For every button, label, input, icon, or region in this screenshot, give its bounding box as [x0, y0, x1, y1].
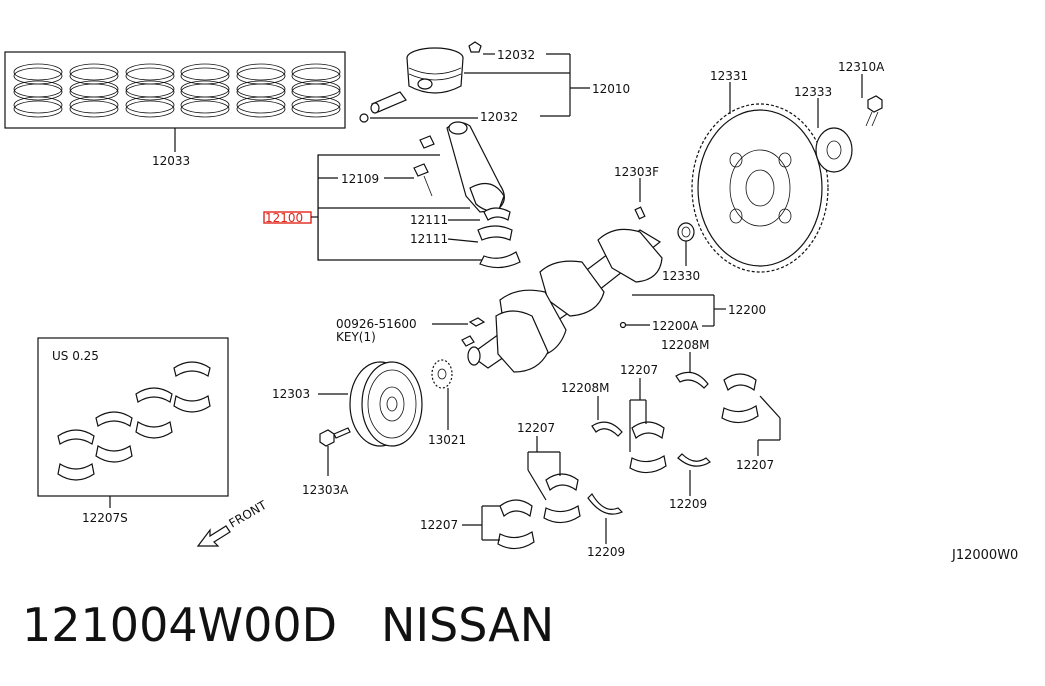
diagram-code: J12000W0 [951, 548, 1018, 563]
pilot-bushing [677, 222, 695, 242]
label-flywheel-bolt[interactable]: 12310A [838, 60, 885, 74]
label-thrust-washer-b[interactable]: 12208M [661, 338, 710, 352]
label-undersize-set[interactable]: 12207S [82, 511, 128, 525]
label-undersize[interactable]: US 0.25 [52, 349, 99, 363]
crank-sprocket [431, 359, 453, 389]
label-rings[interactable]: 12033 [152, 154, 190, 168]
main-bearings [497, 371, 759, 550]
exploded-parts-diagram: 12033 12032 12010 12032 12109 [4, 41, 1018, 563]
label-main-bearing-a[interactable]: 12207 [620, 363, 658, 377]
label-rod-assembly[interactable]: 12100 [265, 211, 303, 225]
label-pilot-bushing[interactable]: 12330 [662, 269, 700, 283]
crankshaft [461, 206, 663, 373]
label-main-bearing-b[interactable]: 12207 [517, 421, 555, 435]
label-thrust-d[interactable]: 12209 [587, 545, 625, 559]
label-sprocket[interactable]: 13021 [428, 433, 466, 447]
label-front[interactable]: FRONT [227, 498, 270, 531]
pulley-bolt [319, 427, 351, 447]
label-key-part[interactable]: 00926-51600 [336, 317, 417, 331]
flywheel-bolt [865, 95, 883, 127]
label-piston[interactable]: 12010 [592, 82, 630, 96]
label-thrust-c[interactable]: 12209 [669, 497, 707, 511]
label-pulley[interactable]: 12303 [272, 387, 310, 401]
connecting-rod [413, 121, 521, 269]
crank-pulley [349, 361, 423, 447]
flywheel [691, 103, 829, 273]
part-number: 121004W00D [22, 598, 338, 652]
label-main-bearing-d[interactable]: 12207 [736, 458, 774, 472]
flywheel-plate [815, 127, 853, 173]
label-bearing-lower[interactable]: 12111 [410, 232, 448, 246]
label-flywheel-plate[interactable]: 12333 [794, 85, 832, 99]
label-main-bearing-c[interactable]: 12207 [420, 518, 458, 532]
undersize-bearing-set: US 0.25 [37, 337, 229, 497]
label-crankshaft[interactable]: 12200 [728, 303, 766, 317]
label-crank-pin[interactable]: 12303F [614, 165, 659, 179]
label-bearing-upper[interactable]: 12111 [410, 213, 448, 227]
label-thrust-washer-a[interactable]: 12208M [561, 381, 610, 395]
label-key-desc[interactable]: KEY(1) [336, 330, 376, 344]
piston [359, 41, 482, 123]
front-arrow-icon [196, 525, 231, 547]
piston-rings-set: 12033 [4, 51, 346, 168]
brand-name: NISSAN [381, 598, 555, 652]
label-rod-bolt[interactable]: 12109 [341, 172, 379, 186]
label-flywheel[interactable]: 12331 [710, 69, 748, 83]
woodruff-key [468, 317, 486, 327]
label-pulley-bolt[interactable]: 12303A [302, 483, 349, 497]
label-pin-clip-bottom[interactable]: 12032 [480, 110, 518, 124]
part-caption: 121004W00D NISSAN [22, 598, 554, 652]
label-crankshaft-sub[interactable]: 12200A [652, 319, 699, 333]
label-pin-clip-top[interactable]: 12032 [497, 48, 535, 62]
